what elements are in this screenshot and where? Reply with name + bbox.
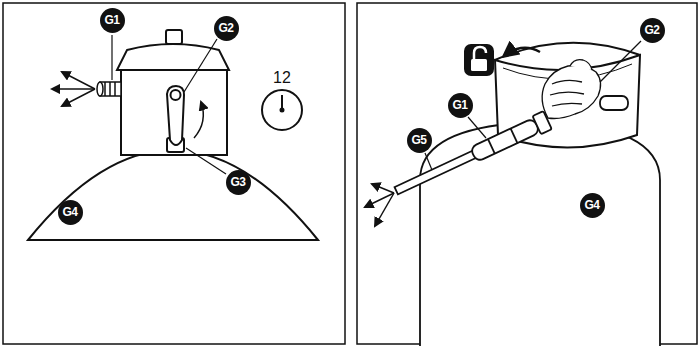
dial-number: 12 (271, 69, 293, 87)
cap-knob (166, 30, 182, 44)
clock-icon (262, 90, 302, 130)
leader-lines (112, 35, 226, 174)
collar-rim (495, 43, 640, 60)
valve-lever (167, 86, 184, 152)
leader-lines (425, 41, 641, 170)
callout-number: G1 (100, 8, 125, 33)
callout-number: G2 (640, 18, 665, 43)
gas-flow-arrows (365, 184, 394, 226)
callout-number: G5 (407, 128, 432, 153)
callout-number: G2 (214, 16, 239, 41)
callout-number: G4 (58, 200, 83, 225)
tank-dome (28, 150, 318, 240)
panel-frame (3, 3, 345, 344)
outlet-fitting (97, 82, 121, 96)
valve-cap (117, 44, 229, 70)
rotation-arrow (194, 102, 203, 138)
unlock-icon (464, 44, 494, 76)
valve-body (121, 70, 227, 155)
callout-number: G4 (580, 193, 605, 218)
callout-number: G3 (226, 170, 251, 195)
regulator-and-hose (392, 111, 552, 200)
hand (542, 60, 600, 119)
turn-arrow (504, 48, 540, 56)
collar-hole (600, 96, 628, 110)
callout-number: G1 (448, 93, 473, 118)
gas-flow-arrows (52, 72, 95, 106)
tank-body (420, 122, 660, 346)
